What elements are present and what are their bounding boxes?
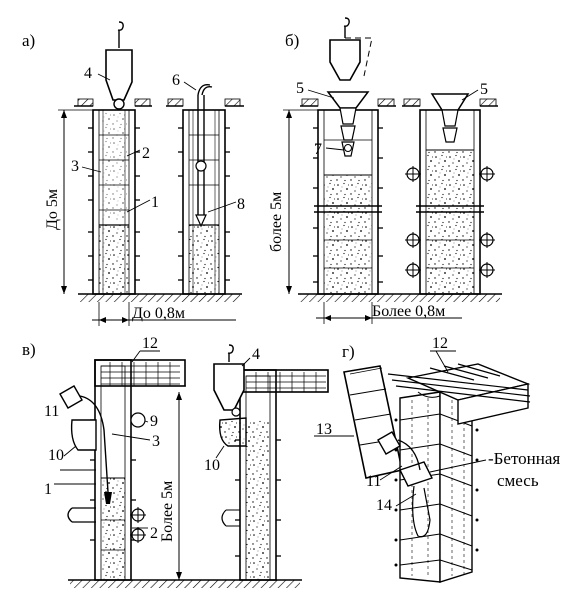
callout-4-a: 4 [84, 65, 92, 82]
callout-2-a: 2 [142, 145, 150, 162]
concrete-mix-label-line2: смесь [497, 471, 539, 490]
callout-10-v1: 10 [48, 447, 64, 464]
callouts-v: 12 11 9 3 10 1 2 4 10 [44, 335, 260, 542]
callout-9: 9 [150, 413, 158, 430]
panel-a: До 5м До 0,8м а) 4 2 3 1 6 8 [22, 21, 245, 326]
formwork-column-a1 [74, 98, 152, 295]
dimension-height-b: более 5м [268, 109, 318, 294]
callout-2-v: 2 [150, 525, 158, 542]
height-label-a: До 5м [44, 189, 61, 230]
callout-14: 14 [376, 497, 392, 514]
concrete-fill-a1 [99, 225, 129, 294]
concrete-fill-v2 [246, 420, 270, 580]
panel-label-v: в) [22, 340, 36, 359]
callout-1-v: 1 [44, 481, 52, 498]
callout-13: 13 [316, 421, 332, 438]
panel-label-b: б) [285, 31, 299, 50]
callout-11-v: 11 [44, 403, 59, 420]
beam-formwork-v2 [239, 369, 329, 393]
dimension-height-a: До 5м [44, 109, 93, 294]
bucket-a [105, 21, 133, 110]
width-label-b: Более 0,8м [372, 303, 445, 320]
width-label-a: До 0,8м [132, 305, 185, 322]
callout-4-v: 4 [252, 346, 260, 363]
concrete-pipe-6 [197, 84, 213, 96]
panel-g: г) 12 13 11 14 -Бетонная смесь [314, 335, 560, 583]
panel-label-g: г) [342, 342, 355, 361]
formwork-column-v1 [59, 359, 186, 581]
beam-formwork-v1 [94, 359, 186, 387]
callout-12-g: 12 [432, 335, 448, 352]
callout-5-b1: 5 [296, 80, 304, 97]
concrete-mix-label-line1: -Бетонная [488, 449, 560, 468]
callout-8: 8 [237, 196, 245, 213]
formwork-panel-13 [343, 365, 403, 479]
callout-5-b2: 5 [480, 81, 488, 98]
panel-v: Более 5м [22, 335, 329, 588]
callout-11-g: 11 [366, 473, 381, 490]
callout-1-a: 1 [151, 194, 159, 211]
concrete-fill-a2 [189, 225, 219, 294]
dimension-height-v: Более 5м [159, 385, 186, 580]
ground-v [70, 580, 300, 588]
concrete-fill-b1 [324, 175, 372, 294]
formwork-column-b2 [402, 93, 498, 295]
panel-label-a: а) [22, 31, 35, 50]
dimension-width-b: Более 0,8м [316, 302, 462, 324]
ground-a [80, 294, 240, 302]
callout-3-a: 3 [71, 158, 79, 175]
concrete-fill-b2 [426, 150, 474, 294]
height-label-v: Более 5м [159, 481, 176, 542]
callouts-a: 4 2 3 1 6 8 [71, 65, 245, 213]
callout-6: 6 [172, 72, 180, 89]
callout-3-v: 3 [152, 433, 160, 450]
callout-7: 7 [314, 141, 322, 158]
column-3d-g [377, 363, 531, 583]
callouts-b: 5 5 7 [296, 80, 488, 158]
panel-b: более 5м Более 0,8м б) 5 5 7 [268, 17, 502, 324]
height-label-b: более 5м [268, 192, 285, 252]
dimension-width-a: До 0,8м [92, 302, 236, 326]
formwork-column-b1 [300, 17, 396, 295]
callouts-g: 12 13 11 14 -Бетонная смесь [314, 335, 560, 514]
formwork-column-v2 [213, 344, 329, 581]
callout-10-v2: 10 [204, 457, 220, 474]
ground-b [300, 294, 500, 302]
formwork-column-a2 [166, 84, 244, 295]
callout-12-v: 12 [142, 335, 158, 352]
